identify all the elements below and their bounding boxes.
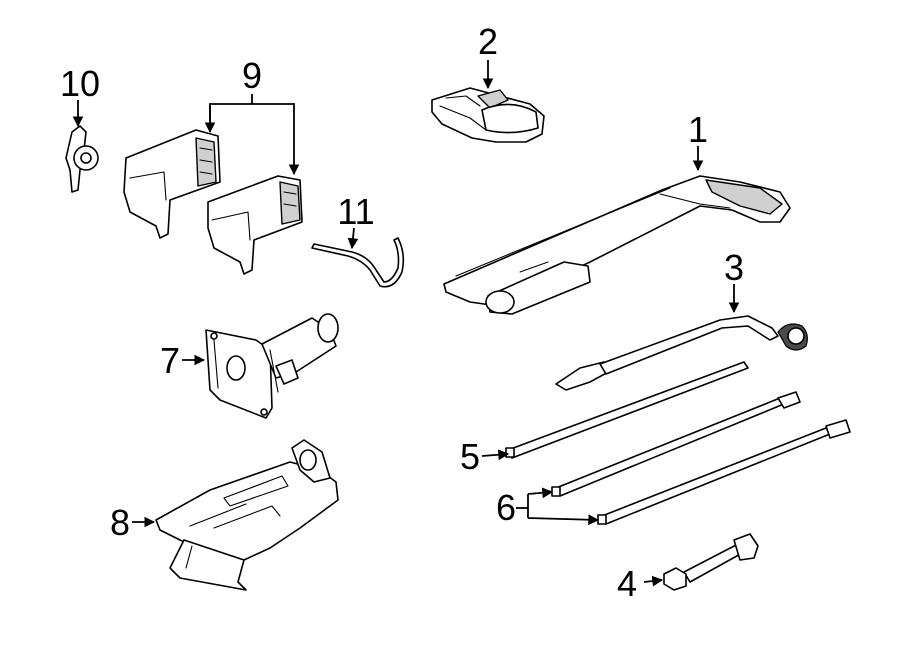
part-11-hook: [311, 237, 405, 288]
part-1-jack: [443, 175, 791, 315]
leader-lines: [72, 60, 740, 587]
part-3-handle: [555, 315, 808, 391]
callout-11: 11: [337, 191, 374, 232]
callout-10: 10: [60, 63, 100, 104]
part-4-adapter: [663, 533, 759, 591]
part-9-clips: [123, 129, 303, 275]
callout-7: 7: [160, 340, 180, 381]
part-6-rods: [551, 391, 851, 525]
callout-4: 4: [617, 563, 637, 604]
part-8-tray: [155, 439, 339, 591]
part-5-rod: [505, 361, 749, 459]
part-10-wingbolt: [65, 125, 99, 193]
callout-8: 8: [110, 502, 130, 543]
callout-3: 3: [724, 247, 744, 288]
callout-numbers: 1 2 3 4 5 6 7 8 9 10 11: [60, 21, 744, 604]
callout-9: 9: [242, 55, 262, 96]
part-7-bracket: [205, 313, 339, 419]
callout-1: 1: [688, 109, 708, 150]
part-2-holder: [431, 87, 545, 143]
callout-2: 2: [478, 21, 498, 62]
callout-5: 5: [460, 436, 480, 477]
callout-6: 6: [496, 487, 516, 528]
